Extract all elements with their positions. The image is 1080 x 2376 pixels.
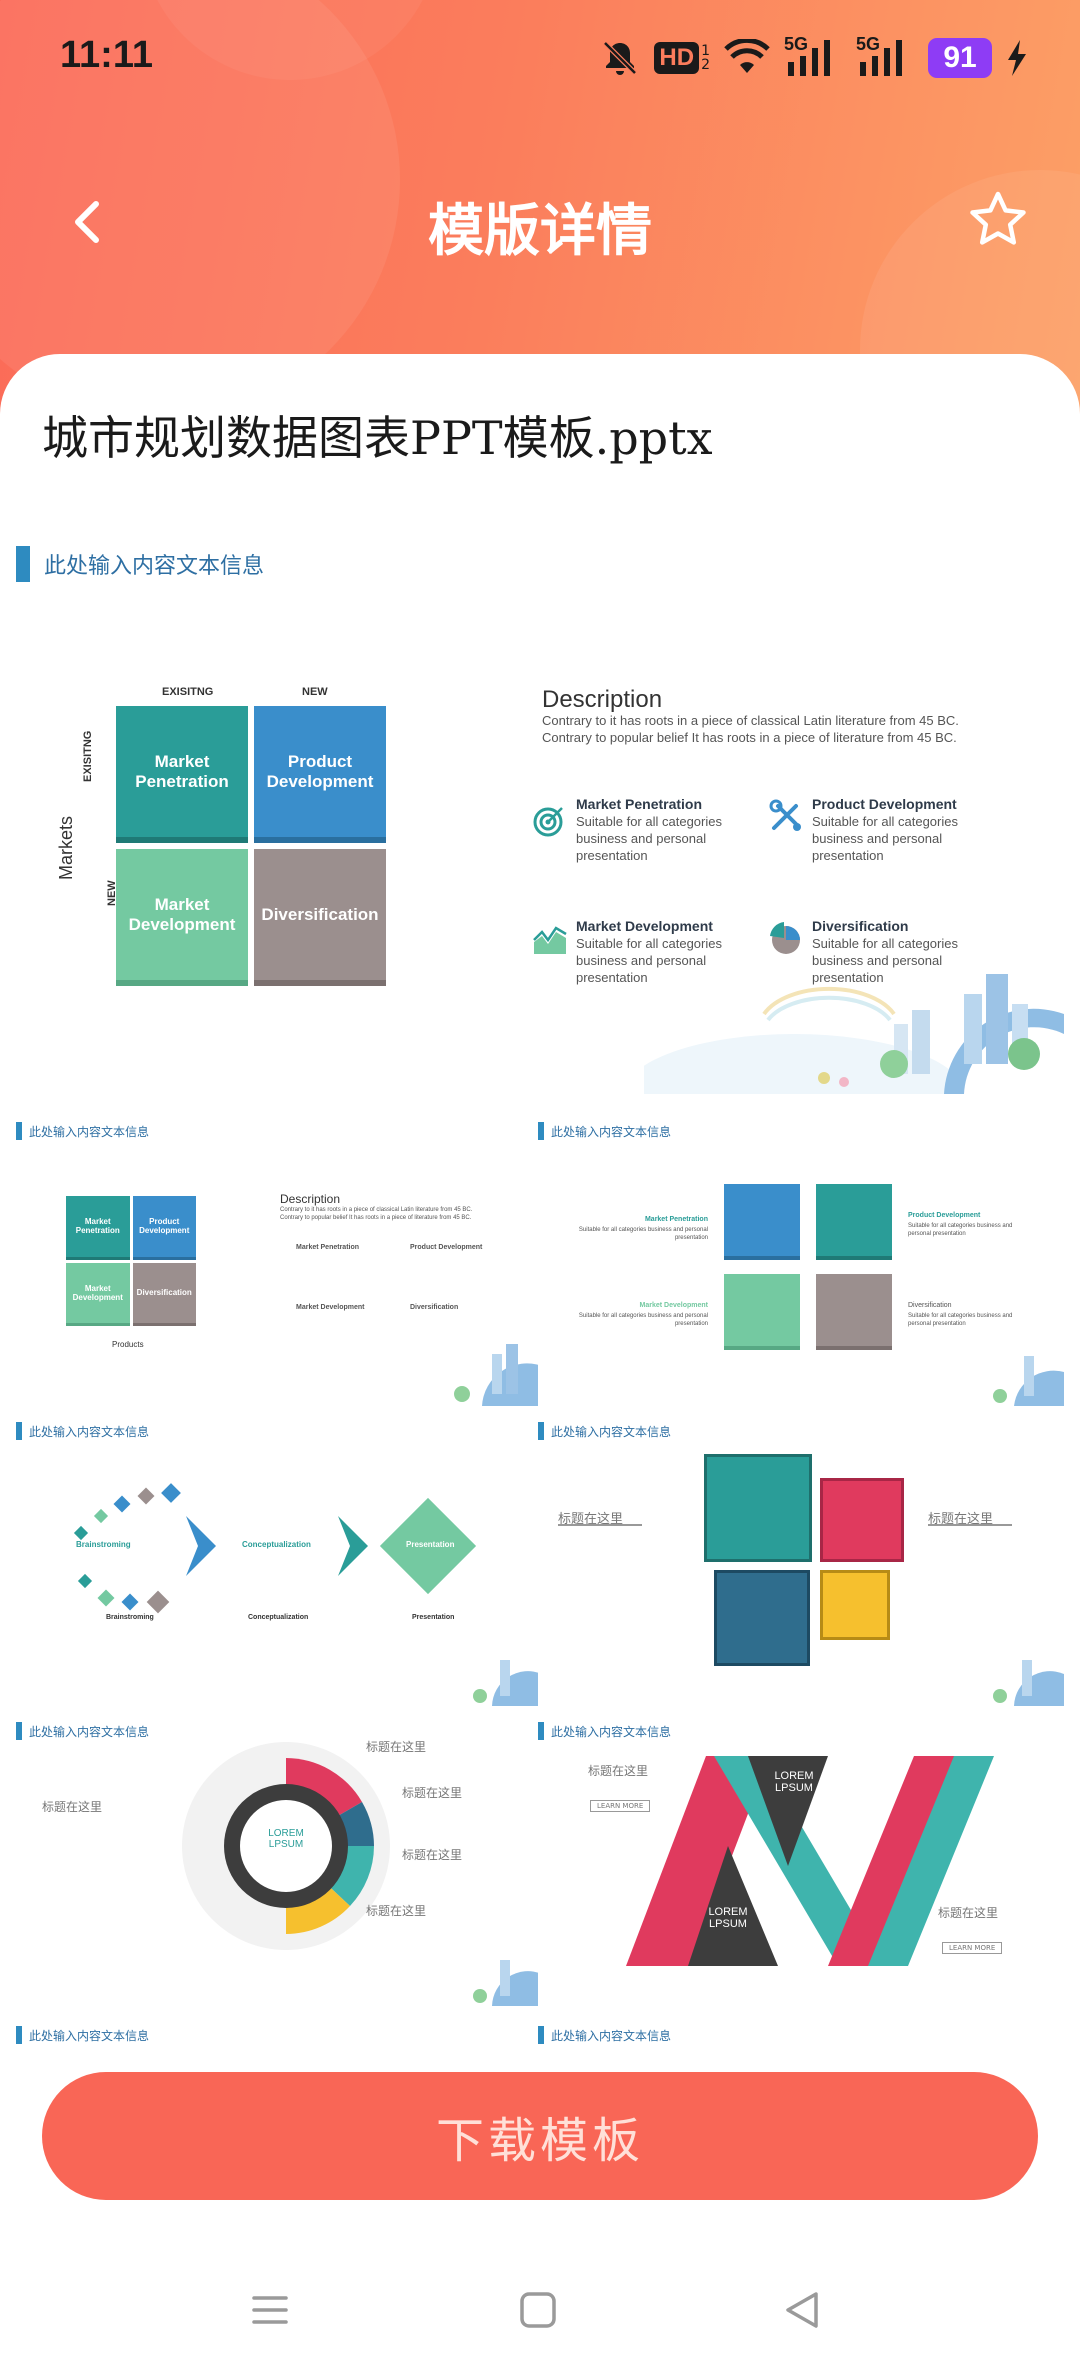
radial-diagram [182,1742,390,1950]
signal-5g-icon-2: 5G [856,34,914,78]
status-icons: HD 1 2 5G 5G [600,32,1028,84]
charging-bolt-icon [1008,40,1026,76]
slide-label: 此处输入内容文本信息 [538,1422,671,1440]
back-button[interactable] [58,192,118,252]
city-illustration [644,974,1064,1094]
preview-slide-2[interactable]: 此处输入内容文本信息 Market Penetration Product De… [16,1116,542,1406]
matrix-cell-product-development: Product Development [254,706,386,843]
slide-label: 此处输入内容文本信息 [16,1122,149,1140]
ansoff-matrix: Market Penetration Product Development M… [116,706,386,986]
slide-label: 此处输入内容文本信息 [16,1722,149,1740]
template-detail-card: 城市规划数据图表PPT模板.pptx 此处输入内容文本信息 EXISITNG N… [0,354,1080,2054]
target-icon [533,807,563,837]
preview-slide-main[interactable]: 此处输入内容文本信息 EXISITNG NEW EXISITNG NEW Mar… [16,534,1064,1094]
preview-slide-9[interactable]: 此处输入内容文本信息 [538,2016,1064,2046]
chevron-left-icon [75,201,99,243]
system-navigation-bar [0,2250,1080,2376]
wifi-icon [724,39,770,73]
preview-slide-6[interactable]: 此处输入内容文本信息 LOREM LPSUM 标题在这里 标题在这里 标题在这里… [16,1716,542,2006]
slide-label: 此处输入内容文本信息 [538,1722,671,1740]
description-body: Contrary to it has roots in a piece of c… [542,713,959,745]
slide-label: 此处输入内容文本信息 [538,1122,671,1140]
star-icon [970,191,1026,245]
status-bar: 11:11 HD 1 2 5G [0,0,1080,120]
download-template-button[interactable]: 下载模板 [42,2072,1038,2200]
matrix-cell-market-penetration: Market Penetration [116,706,248,843]
preview-slide-4[interactable]: 此处输入内容文本信息 Brainstroming Conceptualizati… [16,1416,542,1706]
signal-5g-icon-1: 5G [784,34,842,78]
feature-market-penetration: Market Penetration Suitable for all cate… [532,796,762,864]
preview-slide-3[interactable]: 此处输入内容文本信息 Market Penetration Suitable f… [538,1116,1064,1406]
menu-icon[interactable] [250,2290,290,2330]
mute-bell-icon [603,41,638,75]
preview-slide-5[interactable]: 此处输入内容文本信息 标题在这里 标题在这里 [538,1416,1064,1706]
battery-level: 91 [928,38,992,78]
slide-label: 此处输入内容文本信息 [16,546,264,582]
chart-icon [533,926,567,954]
feature-diversification: Diversification Suitable for all categor… [768,918,998,986]
description-title: Description [542,686,663,713]
feature-market-development: Market Development Suitable for all cate… [532,918,762,986]
preview-slide-8[interactable]: 此处输入内容文本信息 [16,2016,542,2046]
zigzag-diagram [626,1756,994,1966]
hd-voice-badge: HD 1 2 [654,42,710,74]
slide-label: 此处输入内容文本信息 [16,1422,149,1440]
matrix-cell-market-development: Market Development [116,849,248,986]
favorite-button[interactable] [966,188,1030,252]
tools-icon [769,799,801,831]
preview-slide-7[interactable]: 此处输入内容文本信息 LOREM LPSUM LOREM LPSUM 标题在这里… [538,1716,1064,2006]
feature-product-development: Product Development Suitable for all cat… [768,796,998,864]
back-triangle-icon[interactable] [782,2290,822,2330]
matrix-cell-diversification: Diversification [254,849,386,986]
page-title: 模版详情 [428,199,652,264]
home-icon[interactable] [518,2290,558,2330]
template-file-title: 城市规划数据图表PPT模板.pptx [42,411,713,465]
process-diagram [73,1483,477,1614]
status-time: 11:11 [60,34,153,76]
pie-chart-icon [770,922,800,954]
